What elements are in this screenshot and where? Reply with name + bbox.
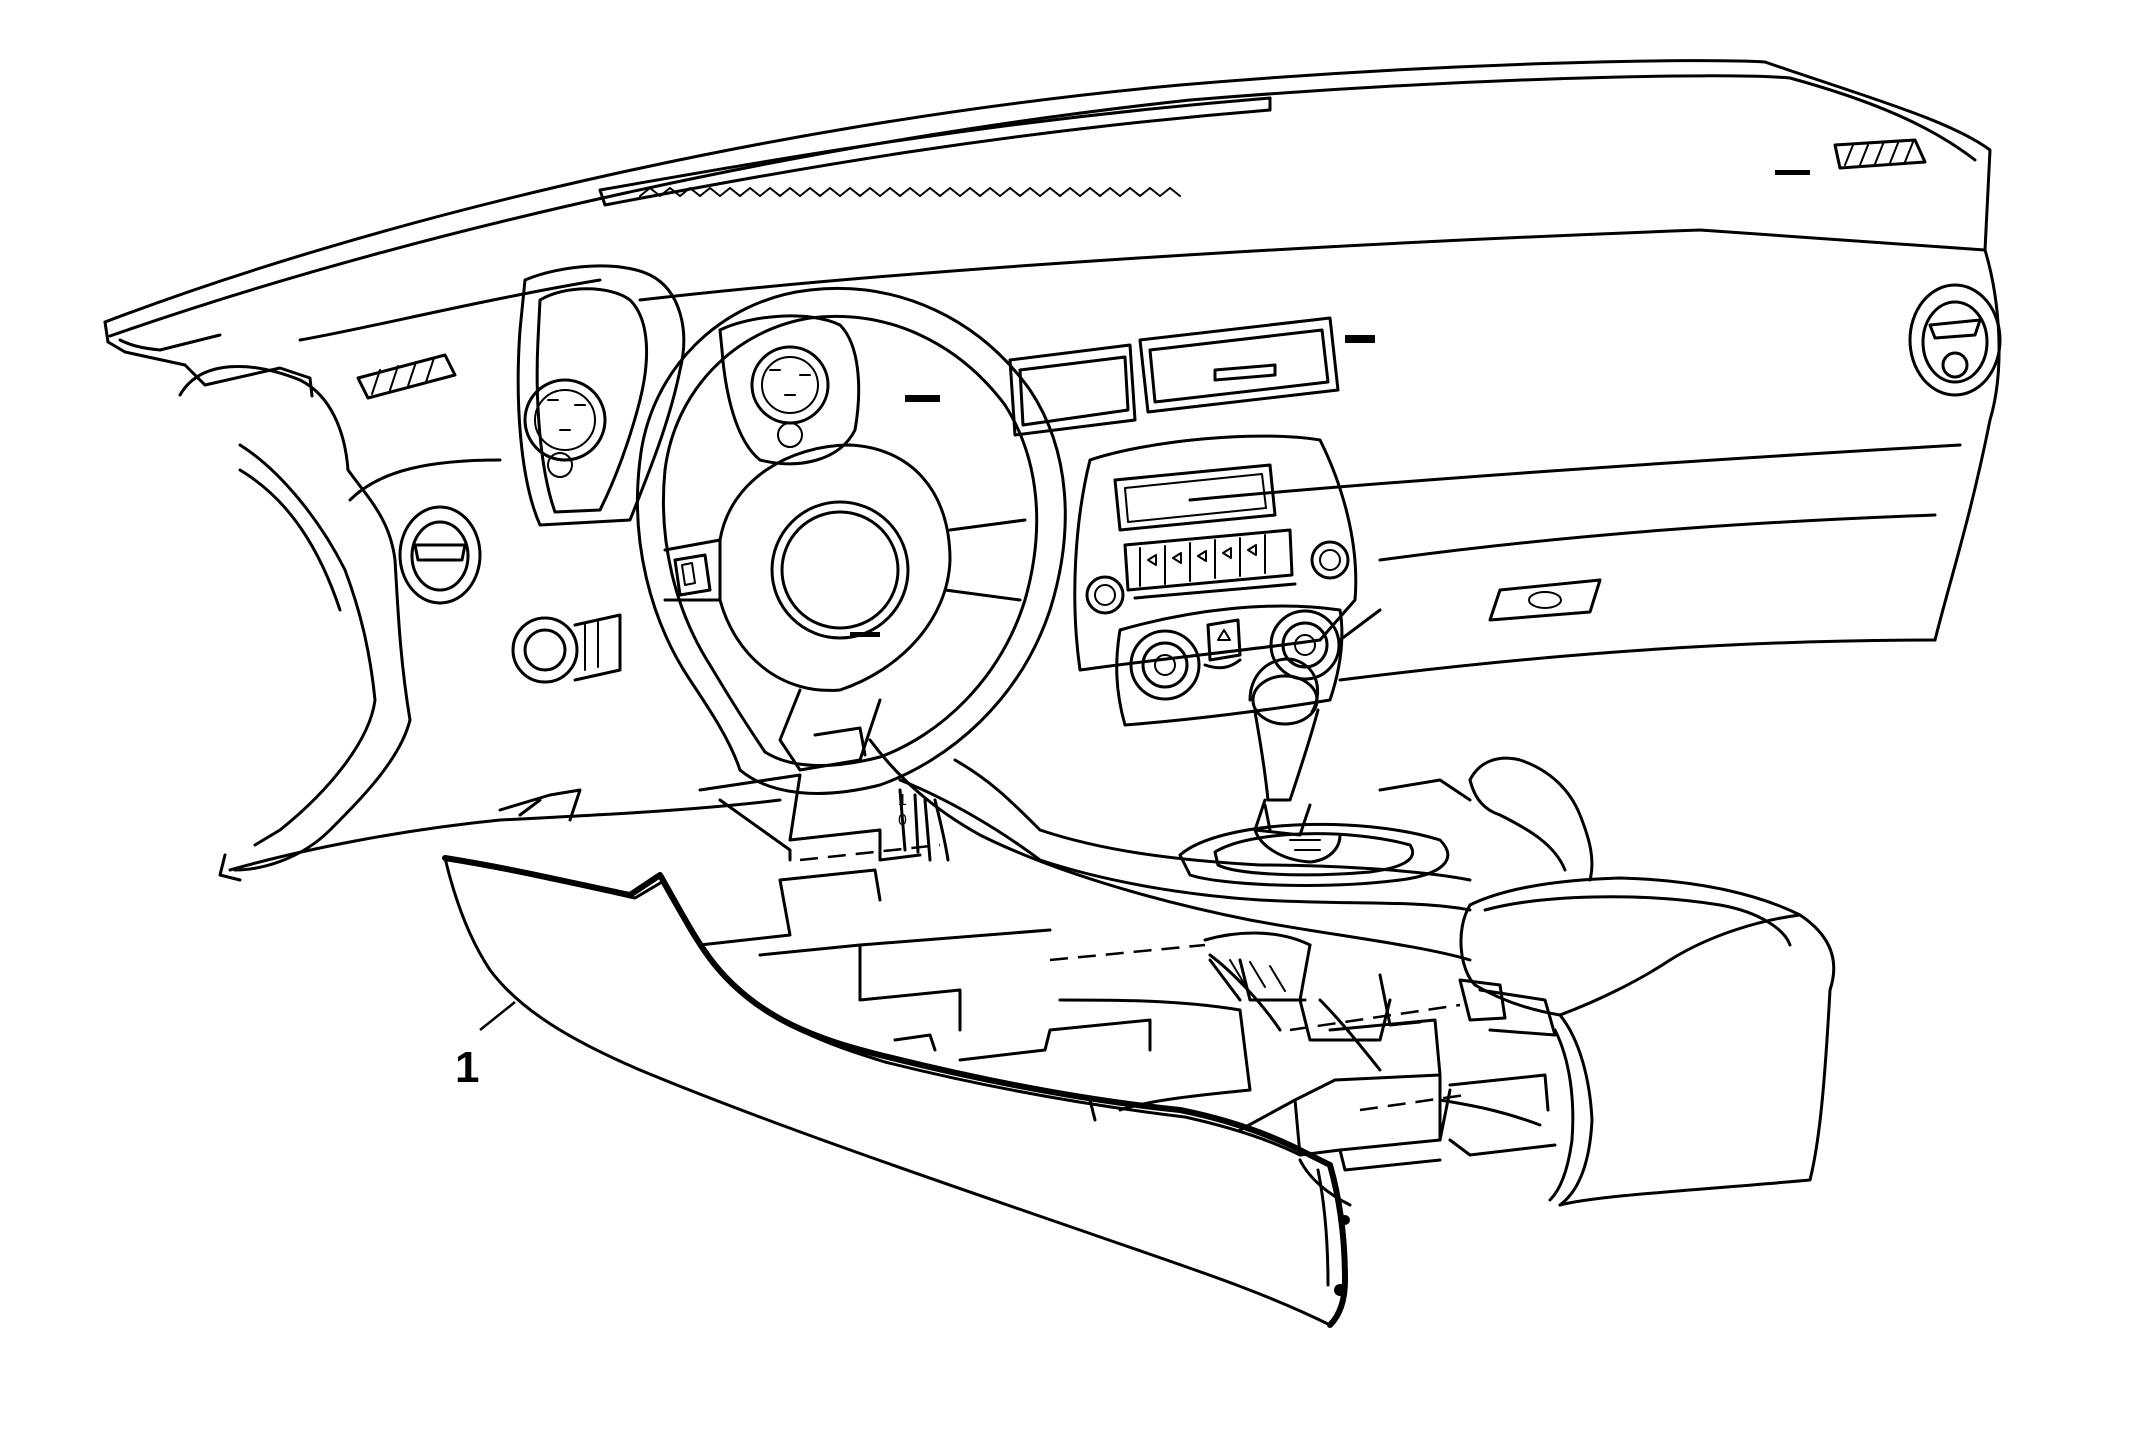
svg-text:0: 0 (898, 812, 907, 829)
instrument-cluster (516, 264, 861, 527)
steering-wheel-icon (635, 287, 1067, 795)
console-side-panel-icon (442, 855, 1350, 1328)
callout-label: 1 (455, 1043, 479, 1092)
floor-console: 1 0 (698, 738, 1836, 1207)
center-stack (905, 316, 1382, 727)
dashboard-line-drawing (103, 59, 2002, 682)
shift-lever-icon (1178, 657, 1450, 887)
svg-text:1: 1 (898, 792, 907, 809)
callout-1: 1 (455, 1001, 516, 1092)
alignment-lines (799, 843, 1466, 1112)
left-dash-section (178, 353, 782, 882)
